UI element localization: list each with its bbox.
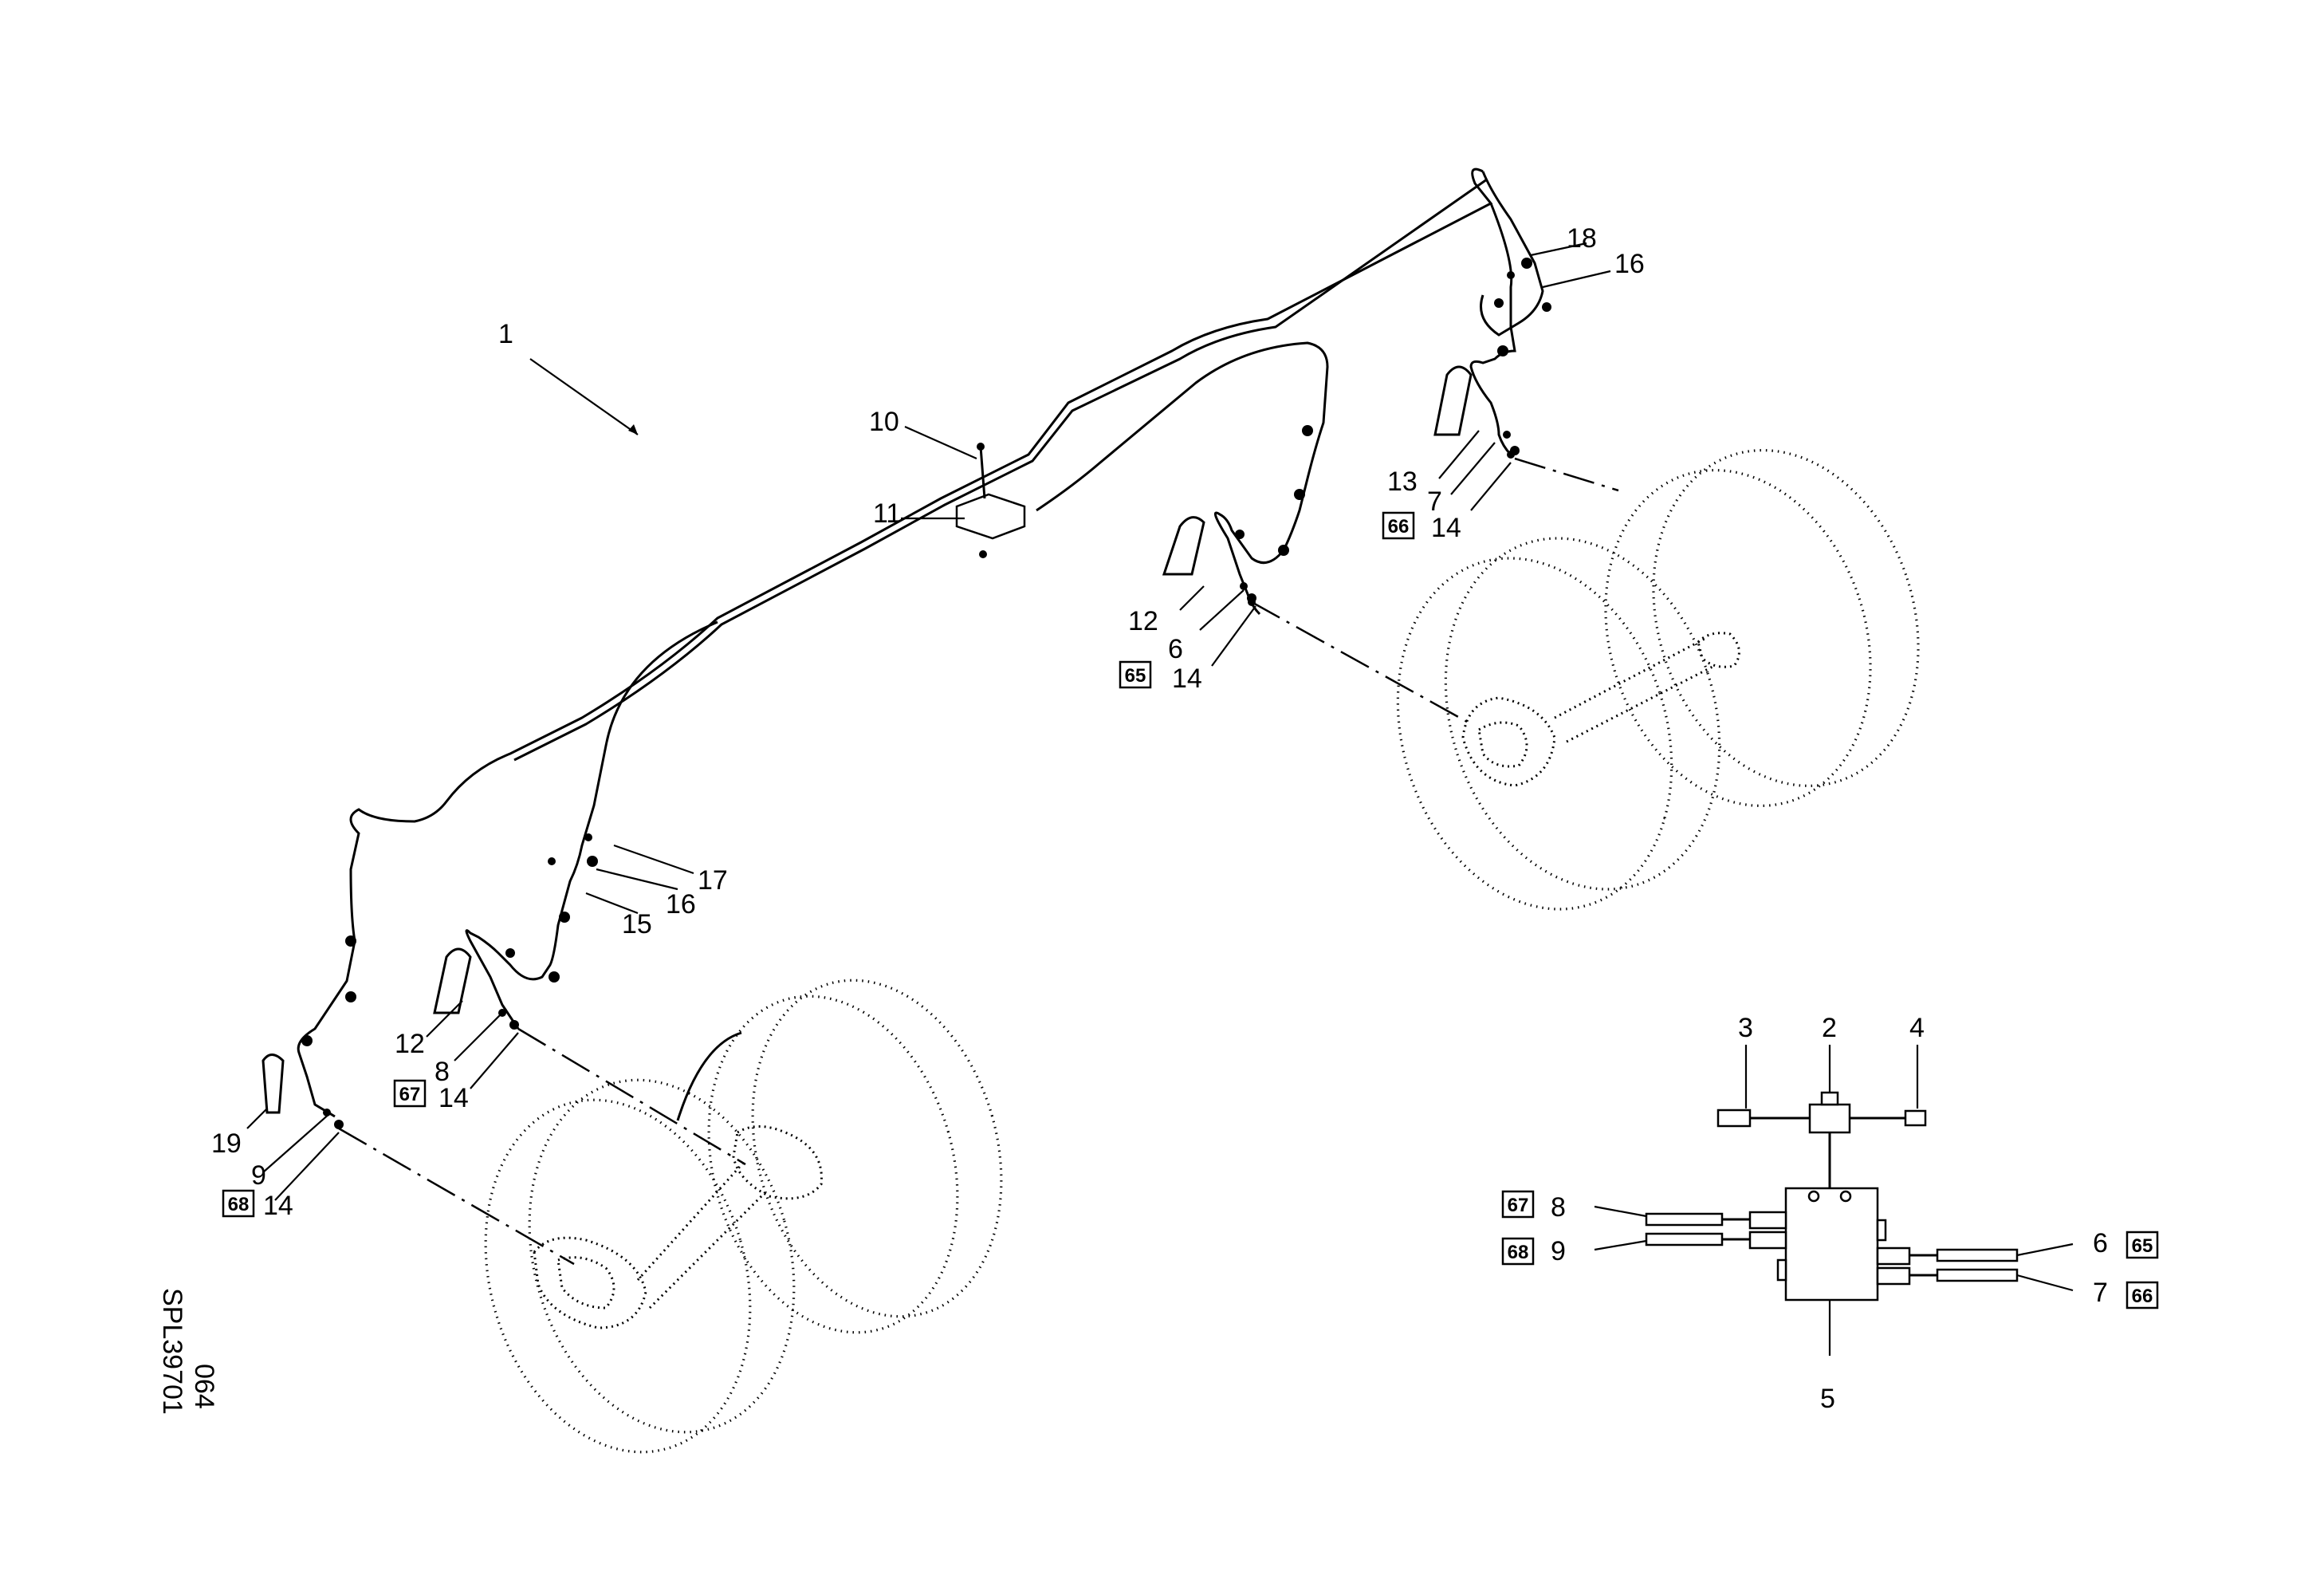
hose-clips <box>301 258 1551 1128</box>
item-numbers: 1 10 11 18 16 13 7 14 12 6 14 17 16 15 1… <box>211 223 2108 1414</box>
label-item-14: 14 <box>1431 513 1461 543</box>
label-item-7: 7 <box>1427 486 1442 517</box>
label-item-16: 16 <box>666 889 696 920</box>
leader-lines <box>246 242 2074 1356</box>
ref-box-65: 65 <box>2132 1235 2153 1257</box>
label-item-12: 12 <box>1128 606 1158 636</box>
ref-box-66: 66 <box>2132 1286 2153 1307</box>
label-item-16: 16 <box>1614 249 1645 279</box>
label-item-1: 1 <box>498 319 513 349</box>
junction-block <box>955 443 1026 558</box>
label-item-8: 8 <box>435 1057 450 1087</box>
main-brake-line <box>297 167 1544 1118</box>
label-item-15: 15 <box>622 909 652 939</box>
label-item-4: 4 <box>1909 1013 1925 1043</box>
wheel-fittings <box>334 271 1520 1129</box>
label-item-14: 14 <box>1172 664 1202 694</box>
label-item-3: 3 <box>1738 1013 1753 1043</box>
rear-axle-assembly <box>1396 449 1920 911</box>
ref-box-67: 67 <box>1508 1195 1529 1216</box>
label-item-13: 13 <box>1387 467 1418 497</box>
label-item-17: 17 <box>698 865 728 896</box>
label-item-18: 18 <box>1567 223 1597 254</box>
label-item-12: 12 <box>395 1029 425 1059</box>
label-item-8: 8 <box>1551 1192 1566 1223</box>
label-item-19: 19 <box>211 1128 242 1159</box>
label-item-10: 10 <box>869 407 899 437</box>
drawing-code-line2: 064 <box>189 1364 219 1409</box>
valve-block-inset <box>1645 1091 2019 1302</box>
label-item-5: 5 <box>1820 1384 1835 1414</box>
hose-guards <box>261 365 1473 1114</box>
label-item-14: 14 <box>438 1083 469 1113</box>
label-item-6: 6 <box>2093 1228 2108 1258</box>
ref-box-66: 66 <box>1388 516 1410 538</box>
front-axle-assembly <box>484 979 1003 1454</box>
ref-box-68: 68 <box>228 1194 250 1215</box>
drawing-code: SPL39701 064 <box>157 1288 219 1415</box>
label-item-14: 14 <box>263 1191 293 1221</box>
label-item-9: 9 <box>251 1160 266 1191</box>
drawing-code-line1: SPL39701 <box>157 1288 187 1415</box>
label-item-9: 9 <box>1551 1236 1566 1266</box>
label-item-7: 7 <box>2093 1278 2108 1308</box>
boxed-references: 66 65 67 68 67 68 65 66 <box>222 511 2159 1309</box>
label-item-2: 2 <box>1822 1013 1837 1043</box>
ref-box-68: 68 <box>1508 1242 1529 1263</box>
ref-box-67: 67 <box>399 1084 421 1105</box>
label-item-11: 11 <box>873 498 901 529</box>
ref-box-65: 65 <box>1125 665 1146 687</box>
hub-centerlines <box>338 457 1619 1266</box>
label-item-6: 6 <box>1168 634 1183 664</box>
